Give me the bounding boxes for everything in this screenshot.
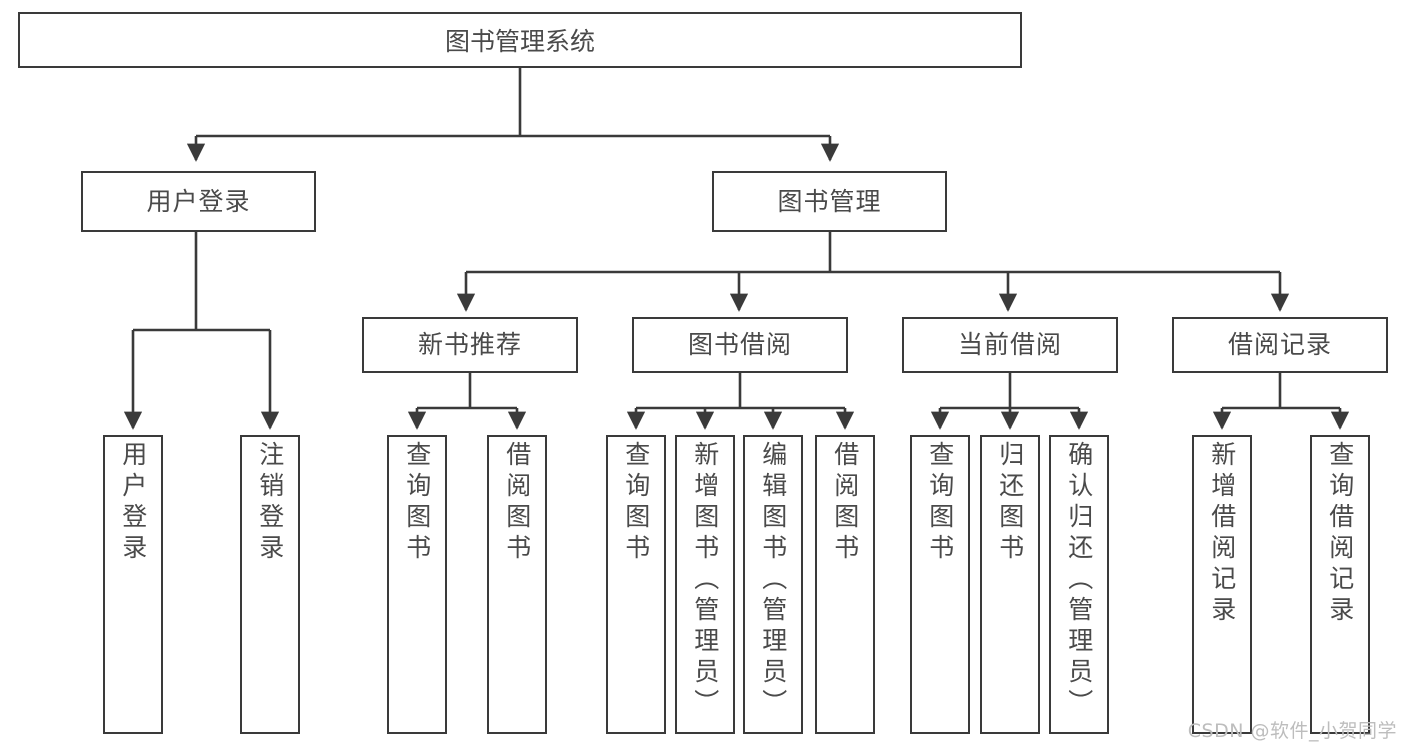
node-root[interactable]: 图书管理系统 — [18, 12, 1022, 68]
leaf-query-book-1-label: 查询图书 — [402, 441, 432, 565]
node-new-book-rec[interactable]: 新书推荐 — [362, 317, 578, 373]
leaf-add-book-label: 新增图书（管理员） — [690, 441, 720, 720]
watermark: CSDN @软件_小贺同学 — [1187, 720, 1397, 742]
leaf-user-login-label: 用户登录 — [118, 441, 148, 565]
leaf-add-record-label: 新增借阅记录 — [1207, 441, 1237, 627]
leaf-confirm-return[interactable]: 确认归还（管理员） — [1049, 435, 1109, 734]
node-root-label: 图书管理系统 — [444, 27, 595, 56]
node-borrow-record-label: 借阅记录 — [1227, 330, 1332, 360]
leaf-query-book-2-label: 查询图书 — [621, 441, 651, 565]
node-user-login[interactable]: 用户登录 — [81, 171, 316, 232]
leaf-query-book-3-label: 查询图书 — [925, 441, 955, 565]
leaf-user-login[interactable]: 用户登录 — [103, 435, 163, 734]
node-user-login-label: 用户登录 — [146, 186, 251, 216]
node-book-manage-label: 图书管理 — [777, 186, 882, 216]
leaf-confirm-return-label: 确认归还（管理员） — [1064, 441, 1094, 720]
node-current-borrow-label: 当前借阅 — [957, 330, 1062, 360]
node-book-manage[interactable]: 图书管理 — [712, 171, 947, 232]
leaf-return-book[interactable]: 归还图书 — [980, 435, 1040, 734]
leaf-query-record[interactable]: 查询借阅记录 — [1310, 435, 1370, 734]
leaf-borrow-book-2-label: 借阅图书 — [830, 441, 860, 565]
node-current-borrow[interactable]: 当前借阅 — [902, 317, 1118, 373]
node-book-borrow[interactable]: 图书借阅 — [632, 317, 848, 373]
leaf-query-book-1[interactable]: 查询图书 — [387, 435, 447, 734]
leaf-borrow-book-1[interactable]: 借阅图书 — [487, 435, 547, 734]
leaf-query-record-label: 查询借阅记录 — [1325, 441, 1355, 627]
leaf-borrow-book-1-label: 借阅图书 — [502, 441, 532, 565]
leaf-edit-book-label: 编辑图书（管理员） — [758, 441, 788, 720]
node-book-borrow-label: 图书借阅 — [687, 330, 792, 360]
leaf-edit-book[interactable]: 编辑图书（管理员） — [743, 435, 803, 734]
leaf-add-record[interactable]: 新增借阅记录 — [1192, 435, 1252, 734]
leaf-query-book-2[interactable]: 查询图书 — [606, 435, 666, 734]
node-borrow-record[interactable]: 借阅记录 — [1172, 317, 1388, 373]
leaf-return-book-label: 归还图书 — [995, 441, 1025, 565]
leaf-query-book-3[interactable]: 查询图书 — [910, 435, 970, 734]
node-new-book-rec-label: 新书推荐 — [417, 330, 522, 360]
leaf-logout-label: 注销登录 — [255, 441, 285, 565]
leaf-logout[interactable]: 注销登录 — [240, 435, 300, 734]
leaf-add-book[interactable]: 新增图书（管理员） — [675, 435, 735, 734]
leaf-borrow-book-2[interactable]: 借阅图书 — [815, 435, 875, 734]
